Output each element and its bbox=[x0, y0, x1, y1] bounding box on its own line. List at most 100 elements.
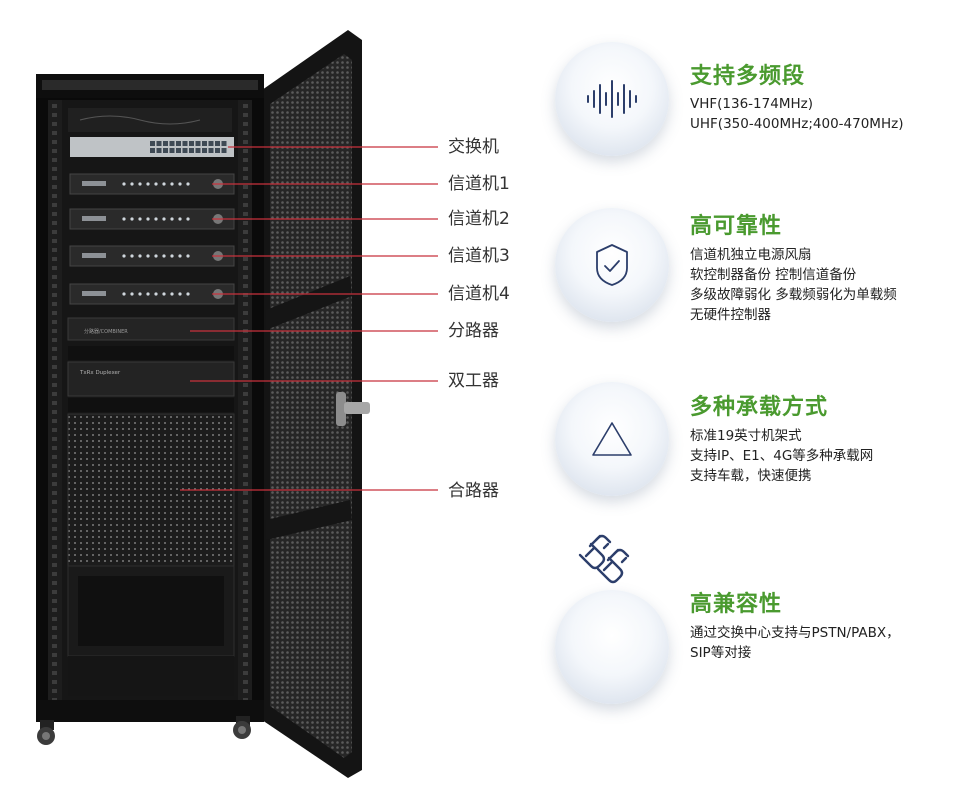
switch-port bbox=[195, 141, 201, 146]
switch-port bbox=[189, 148, 194, 153]
callout-channel-3: 信道机3 bbox=[448, 246, 510, 266]
rail-hole bbox=[243, 509, 248, 513]
feature-line: 信道机独立电源风扇 bbox=[690, 247, 812, 263]
rail-hole bbox=[52, 212, 57, 216]
status-led bbox=[162, 292, 166, 296]
rail-hole bbox=[243, 527, 248, 531]
rail-hole bbox=[52, 536, 57, 540]
rail-hole bbox=[52, 230, 57, 234]
shield-check-icon bbox=[596, 244, 628, 286]
duplexer-unit bbox=[67, 361, 235, 397]
switch-port bbox=[208, 148, 214, 153]
switch-port bbox=[202, 141, 207, 146]
rail-hole bbox=[52, 617, 57, 621]
rail-hole bbox=[52, 194, 57, 198]
feature-line: UHF(350-400MHz;400-470MHz) bbox=[690, 116, 904, 132]
feature-line: 支持车载，快速便携 bbox=[690, 468, 812, 484]
rail-hole bbox=[52, 491, 57, 495]
rail-hole bbox=[52, 473, 57, 477]
feature-icon-circle bbox=[555, 208, 669, 322]
rail-hole bbox=[52, 464, 57, 468]
switch-port bbox=[195, 148, 201, 153]
status-led bbox=[130, 254, 134, 258]
triangle-icon bbox=[592, 422, 632, 456]
rail-hole bbox=[52, 176, 57, 180]
rail-hole bbox=[243, 617, 248, 621]
rail-hole bbox=[243, 239, 248, 243]
switch-port bbox=[176, 148, 181, 153]
switch-port bbox=[156, 148, 162, 153]
rail-hole bbox=[243, 347, 248, 351]
rail-hole bbox=[243, 590, 248, 594]
rail-hole bbox=[52, 338, 57, 342]
status-led bbox=[186, 217, 190, 221]
status-led bbox=[154, 217, 158, 221]
rail-hole bbox=[52, 626, 57, 630]
feature-desc-carriers: 标准19英寸机架式 支持IP、E1、4G等多种承载网 支持车载，快速便携 bbox=[690, 426, 873, 486]
rail-hole bbox=[52, 455, 57, 459]
rail-hole bbox=[243, 482, 248, 486]
rail-hole bbox=[243, 644, 248, 648]
rail-hole bbox=[243, 212, 248, 216]
rail-hole bbox=[243, 374, 248, 378]
rail-hole bbox=[52, 311, 57, 315]
rail-hole bbox=[243, 284, 248, 288]
rail-hole bbox=[243, 662, 248, 666]
rail-hole bbox=[243, 131, 248, 135]
rail-hole bbox=[243, 203, 248, 207]
status-led bbox=[170, 217, 174, 221]
rail-hole bbox=[243, 626, 248, 630]
rail-hole bbox=[243, 608, 248, 612]
rail-hole bbox=[52, 527, 57, 531]
switch-port bbox=[150, 148, 155, 153]
rail-hole bbox=[52, 374, 57, 378]
callout-lines bbox=[180, 146, 438, 491]
status-led bbox=[170, 182, 174, 186]
status-led bbox=[186, 254, 190, 258]
rail-hole bbox=[243, 563, 248, 567]
rail-hole bbox=[243, 194, 248, 198]
rail-hole bbox=[243, 221, 248, 225]
rail-hole bbox=[243, 140, 248, 144]
rail-hole bbox=[52, 644, 57, 648]
rail-hole bbox=[52, 662, 57, 666]
channel-unit-2 bbox=[69, 208, 235, 230]
rail-hole bbox=[52, 347, 57, 351]
rail-hole bbox=[52, 185, 57, 189]
feature-icon-circle bbox=[555, 42, 669, 156]
switch-port bbox=[202, 148, 207, 153]
rail-hole bbox=[243, 446, 248, 450]
rail-hole bbox=[52, 122, 57, 126]
rail-hole bbox=[52, 266, 57, 270]
status-led bbox=[122, 182, 126, 186]
feature-line: 多级故障弱化 多载频弱化为单载频 bbox=[690, 287, 897, 303]
rail-hole bbox=[52, 608, 57, 612]
rail-hole bbox=[52, 581, 57, 585]
rail-hole bbox=[52, 635, 57, 639]
callout-duplexer: 双工器 bbox=[448, 371, 499, 391]
rail-hole bbox=[243, 581, 248, 585]
rail-hole bbox=[243, 671, 248, 675]
status-led bbox=[138, 182, 142, 186]
rail-hole bbox=[243, 311, 248, 315]
status-led bbox=[162, 217, 166, 221]
rail-hole bbox=[243, 122, 248, 126]
feature-icon-circle bbox=[555, 382, 669, 496]
switch-port bbox=[163, 141, 168, 146]
status-led bbox=[130, 217, 134, 221]
rack-equipment: 分路器/COMBINER TxRx Duplexer bbox=[67, 108, 235, 696]
rail-hole bbox=[243, 104, 248, 108]
rail-hole bbox=[243, 437, 248, 441]
status-led bbox=[154, 292, 158, 296]
rail-hole bbox=[243, 320, 248, 324]
rail-hole bbox=[243, 383, 248, 387]
rail-hole bbox=[243, 410, 248, 414]
rail-hole bbox=[243, 392, 248, 396]
status-led bbox=[146, 292, 150, 296]
rail-hole bbox=[243, 689, 248, 693]
rail-hole bbox=[52, 329, 57, 333]
status-led bbox=[162, 254, 166, 258]
feature-desc-multiband: VHF(136-174MHz) UHF(350-400MHz;400-470MH… bbox=[690, 94, 903, 134]
status-led bbox=[162, 182, 166, 186]
rail-hole bbox=[52, 131, 57, 135]
